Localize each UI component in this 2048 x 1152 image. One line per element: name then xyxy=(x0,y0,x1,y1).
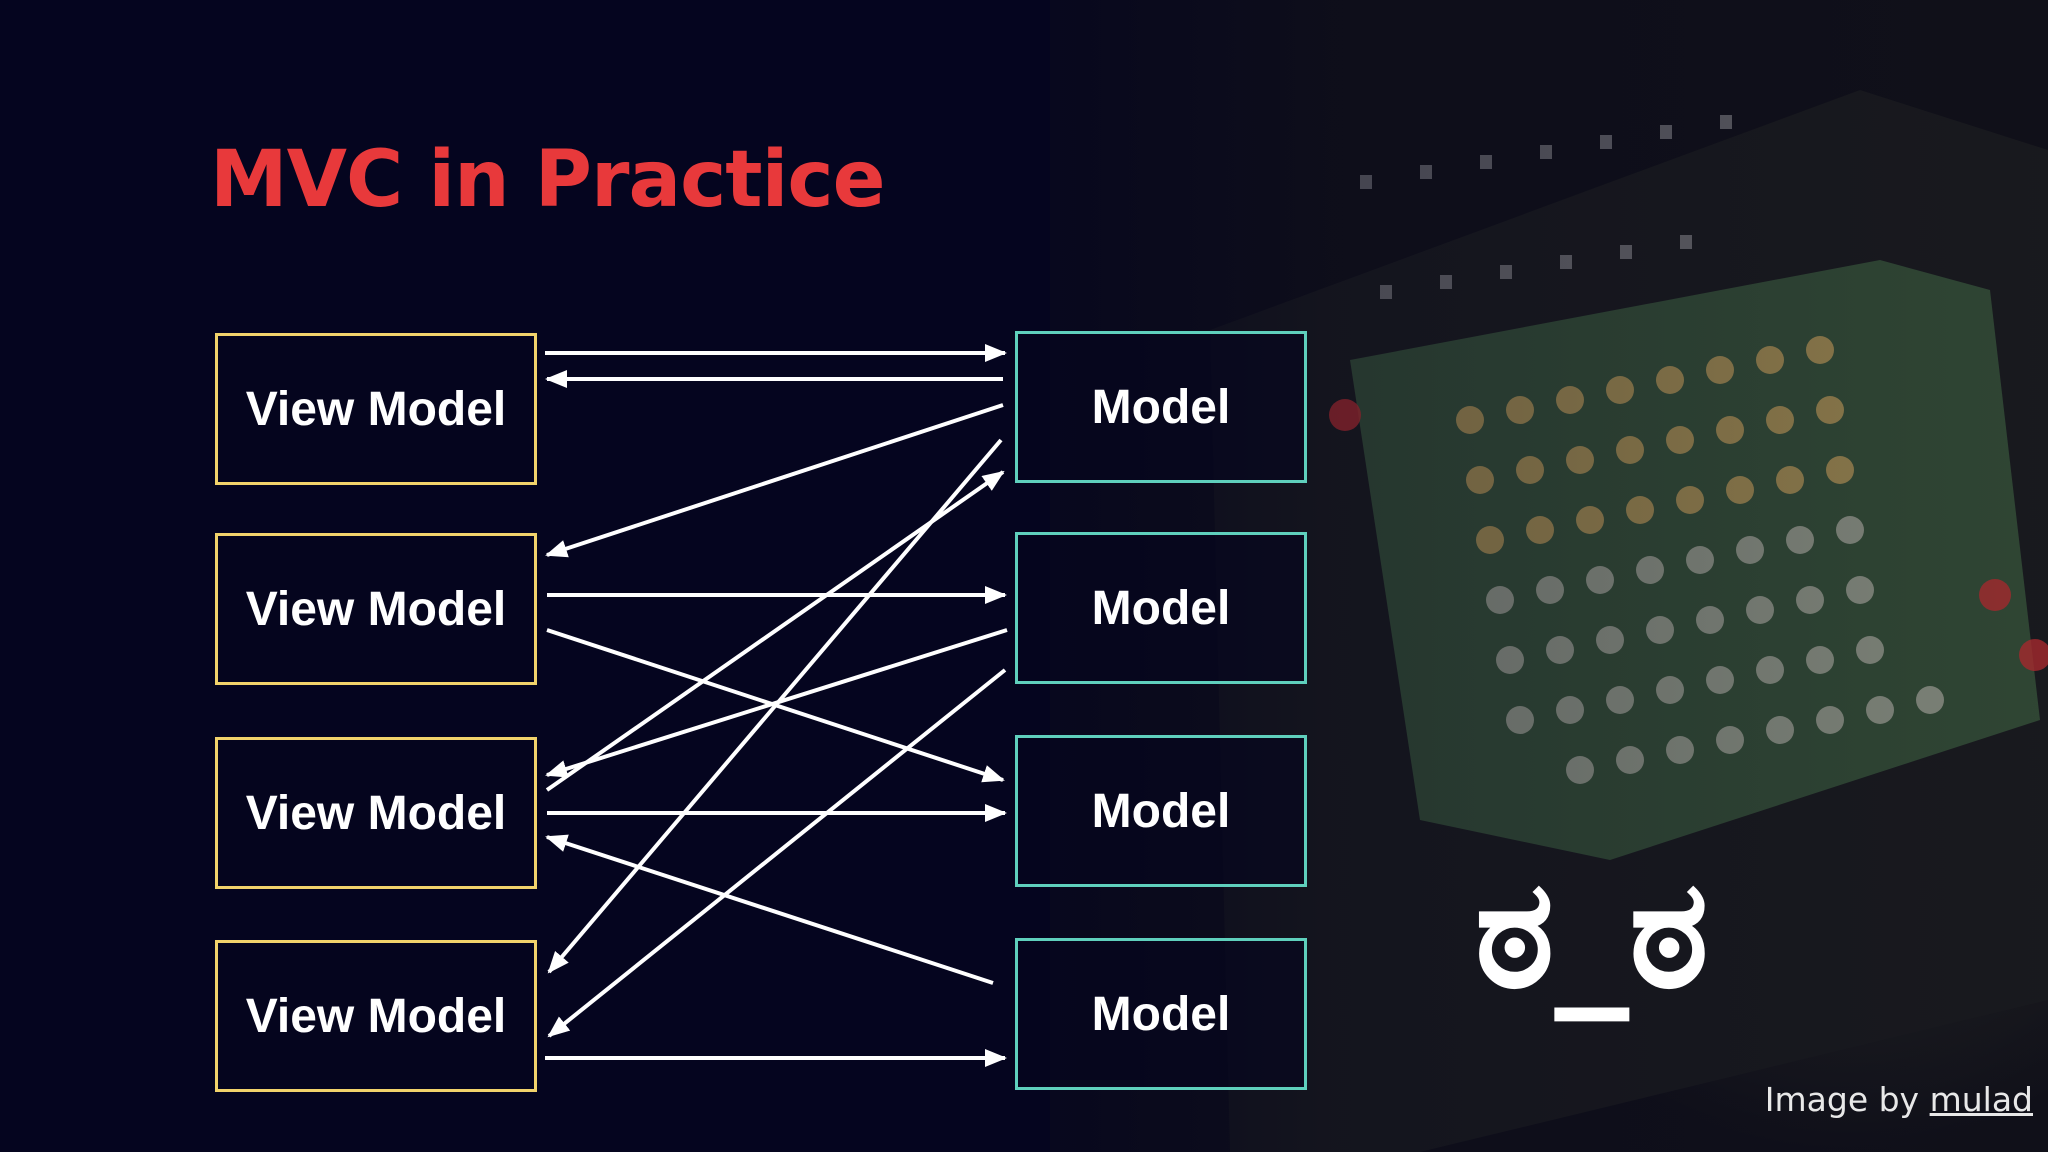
slide-title: MVC in Practice xyxy=(210,135,885,225)
view-model-box-3: View Model xyxy=(215,737,537,889)
view-model-box-2: View Model xyxy=(215,533,537,685)
disapproval-face: ಠ_ಠ xyxy=(1475,848,1709,1022)
credit-prefix: Image by xyxy=(1764,1080,1920,1119)
image-credit: Image by mulad xyxy=(1765,1080,2033,1119)
credit-author-link[interactable]: mulad xyxy=(1929,1080,2033,1119)
model-box-3: Model xyxy=(1015,735,1307,887)
view-model-box-1: View Model xyxy=(215,333,537,485)
model-box-4: Model xyxy=(1015,938,1307,1090)
model-box-1: Model xyxy=(1015,331,1307,483)
view-model-box-4: View Model xyxy=(215,940,537,1092)
model-box-2: Model xyxy=(1015,532,1307,684)
